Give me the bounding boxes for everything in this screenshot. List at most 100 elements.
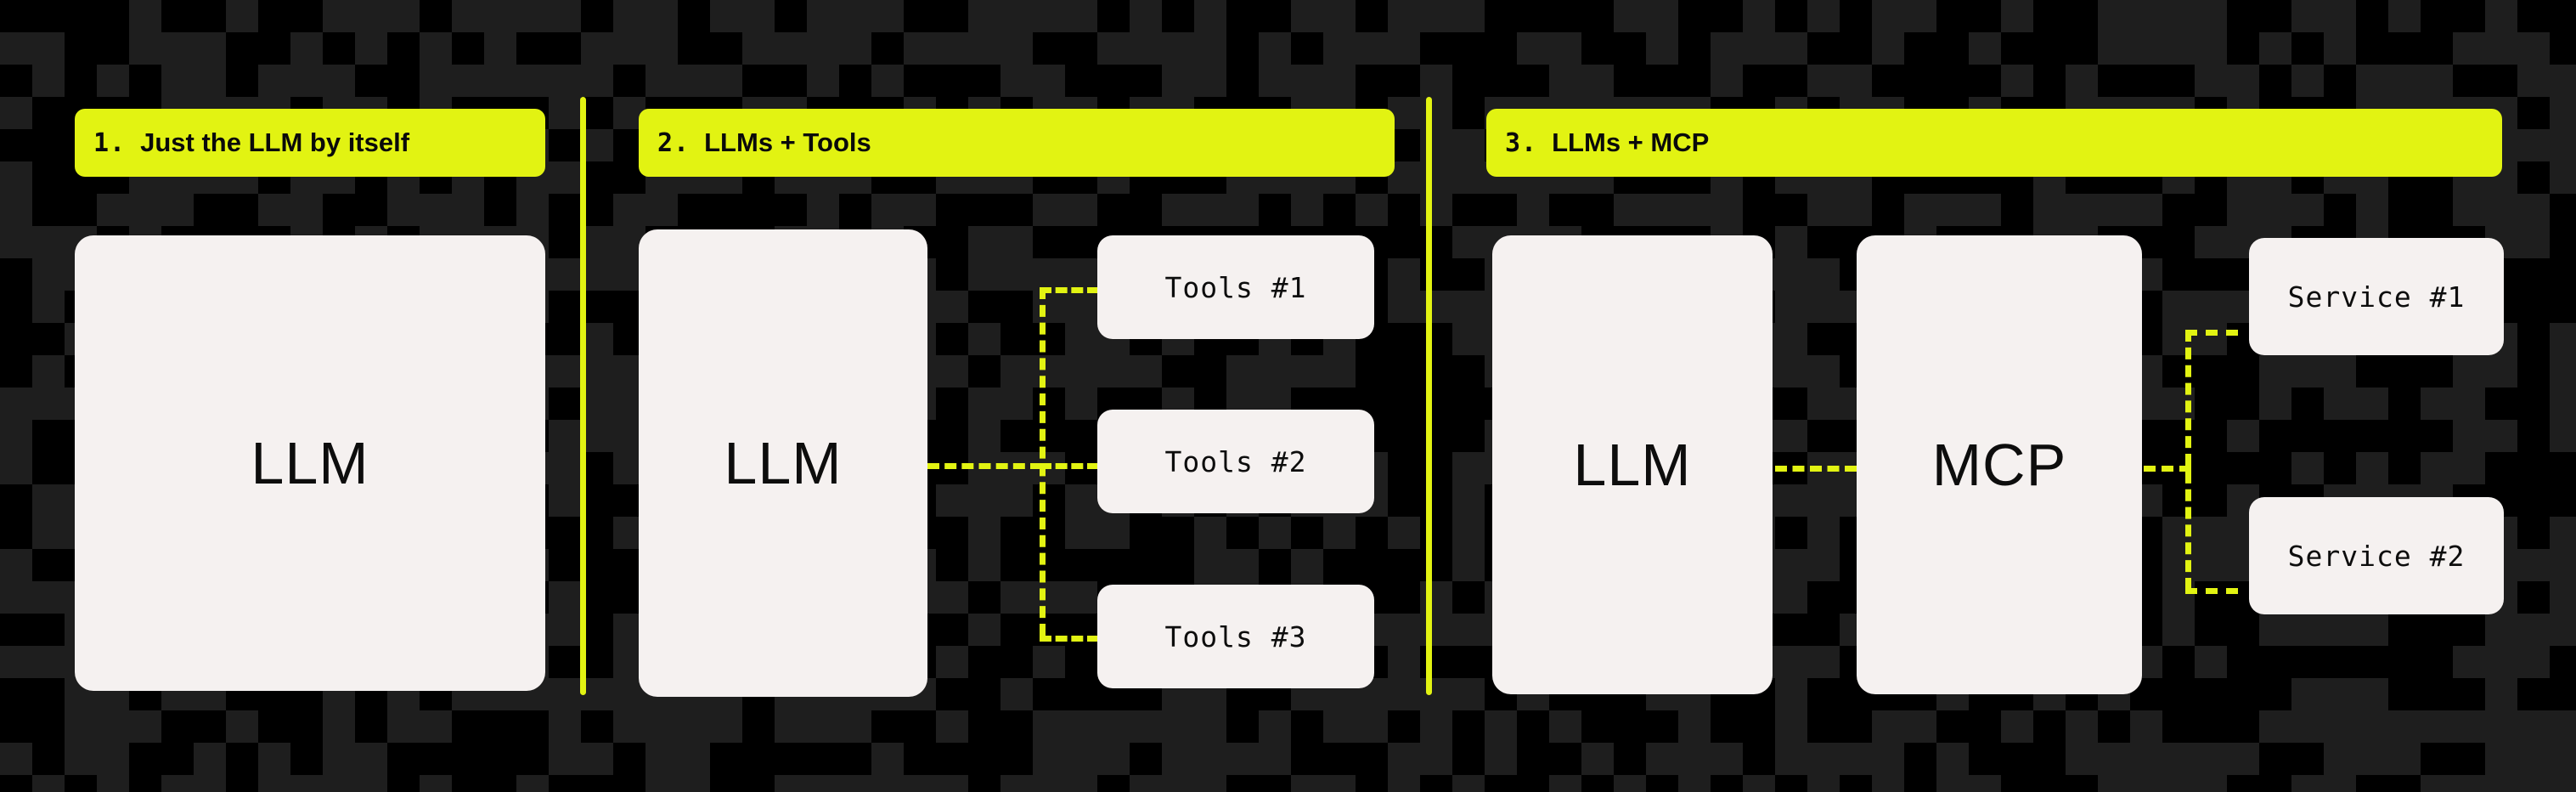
mosaic-cell [1420, 646, 1452, 678]
node-llm-1-label: LLM [251, 430, 369, 496]
mosaic-cell [1388, 678, 1420, 710]
mosaic-cell [1807, 226, 1840, 258]
section-3-number: 3. [1505, 127, 1538, 158]
node-llm-2[interactable]: LLM [639, 229, 927, 697]
mosaic-cell [1226, 517, 1259, 549]
node-llm-3[interactable]: LLM [1492, 235, 1773, 694]
mosaic-cell [2517, 549, 2550, 581]
section-1-number: 1. [93, 127, 127, 158]
mosaic-cell [2550, 775, 2576, 792]
mosaic-cell [1452, 194, 1485, 226]
mosaic-cell [1775, 226, 1807, 258]
mosaic-cell [2421, 194, 2453, 226]
mosaic-cell [2356, 65, 2388, 97]
mosaic-cell [775, 194, 807, 226]
mosaic-cell [645, 65, 678, 97]
mosaic-cell [516, 743, 549, 775]
mosaic-cell [1130, 194, 1162, 226]
mosaic-cell [2291, 0, 2324, 32]
mosaic-cell [32, 710, 65, 743]
mosaic-cell [32, 743, 65, 775]
mosaic-cell [65, 743, 97, 775]
mosaic-cell [2195, 646, 2227, 678]
node-service-2[interactable]: Service #2 [2249, 497, 2504, 614]
mosaic-cell [32, 291, 65, 323]
mosaic-cell [1711, 710, 1743, 743]
mosaic-cell [807, 710, 839, 743]
mosaic-cell [2066, 743, 2098, 775]
mosaic-cell [1388, 291, 1420, 323]
mosaic-cell [678, 65, 710, 97]
node-tools-2[interactable]: Tools #2 [1097, 410, 1374, 513]
mosaic-cell [2356, 678, 2388, 710]
mosaic-cell [1807, 323, 1840, 355]
mosaic-cell [1969, 65, 2001, 97]
mosaic-cell [1678, 743, 1711, 775]
node-llm-1[interactable]: LLM [75, 235, 545, 691]
mosaic-cell [2550, 388, 2576, 420]
mosaic-cell [839, 0, 871, 32]
node-mcp[interactable]: MCP [1857, 235, 2142, 694]
node-tools-1[interactable]: Tools #1 [1097, 235, 1374, 339]
mosaic-cell [1001, 710, 1033, 743]
conn-service-bus [2185, 330, 2191, 590]
mosaic-cell [581, 355, 613, 388]
mosaic-cell [1388, 452, 1420, 484]
mosaic-cell [2195, 291, 2227, 323]
mosaic-cell [1420, 323, 1452, 355]
mosaic-cell [936, 743, 968, 775]
mosaic-cell [1807, 581, 1840, 614]
mosaic-cell [2421, 452, 2453, 484]
mosaic-cell [2066, 194, 2098, 226]
mosaic-cell [2259, 452, 2291, 484]
mosaic-cell [161, 743, 194, 775]
mosaic-cell [2453, 452, 2485, 484]
mosaic-cell [1065, 32, 1097, 65]
mosaic-cell [32, 258, 65, 291]
mosaic-cell [0, 710, 32, 743]
mosaic-cell [1872, 743, 1904, 775]
mosaic-cell [2421, 32, 2453, 65]
mosaic-cell [968, 258, 1001, 291]
mosaic-cell [936, 226, 968, 258]
mosaic-cell [1775, 646, 1807, 678]
mosaic-cell [2453, 355, 2485, 388]
mosaic-cell [549, 743, 581, 775]
mosaic-cell [2388, 65, 2421, 97]
mosaic-cell [1775, 517, 1807, 549]
mosaic-cell [1452, 581, 1485, 614]
mosaic-cell [2291, 646, 2324, 678]
mosaic-cell [194, 775, 226, 792]
mosaic-cell [1097, 355, 1130, 388]
mosaic-cell [2517, 194, 2550, 226]
mosaic-cell [968, 710, 1001, 743]
mosaic-cell [2291, 420, 2324, 452]
mosaic-cell [2195, 710, 2227, 743]
mosaic-cell [1872, 194, 1904, 226]
mosaic-cell [2517, 0, 2550, 32]
mosaic-cell [1614, 743, 1646, 775]
mosaic-cell [32, 194, 65, 226]
mosaic-cell [2517, 743, 2550, 775]
mosaic-cell [1388, 710, 1420, 743]
node-service-1[interactable]: Service #1 [2249, 238, 2504, 355]
mosaic-cell [0, 775, 32, 792]
mosaic-cell [1614, 65, 1646, 97]
mosaic-cell [1097, 710, 1130, 743]
mosaic-cell [2195, 517, 2227, 549]
mosaic-cell [1065, 420, 1097, 452]
mosaic-cell [1969, 743, 2001, 775]
mosaic-cell [581, 614, 613, 646]
mosaic-cell [129, 710, 161, 743]
mosaic-cell [1291, 775, 1323, 792]
mosaic-cell [1678, 65, 1711, 97]
mosaic-cell [1065, 258, 1097, 291]
mosaic-cell [1775, 355, 1807, 388]
mosaic-cell [2001, 775, 2033, 792]
mosaic-cell [355, 710, 387, 743]
node-tools-3[interactable]: Tools #3 [1097, 585, 1374, 688]
mosaic-cell [2066, 710, 2098, 743]
mosaic-cell [1001, 549, 1033, 581]
mosaic-cell [452, 710, 484, 743]
mosaic-cell [936, 388, 968, 420]
